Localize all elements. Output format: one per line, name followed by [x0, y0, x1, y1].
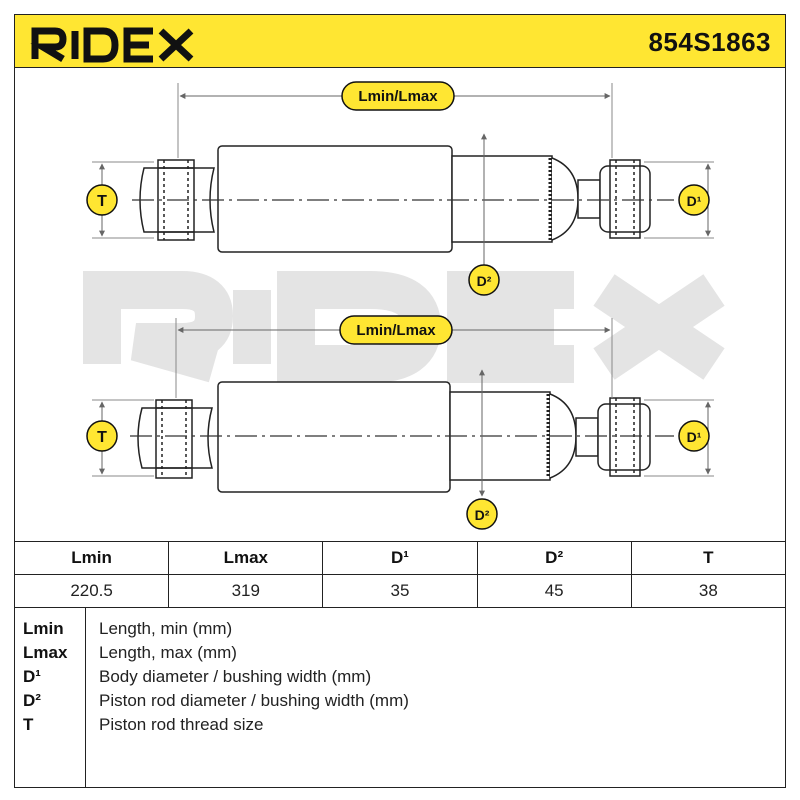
svg-text:D²: D²	[477, 273, 492, 289]
shock-bottom	[137, 381, 651, 493]
legend-row: T Piston rod thread size	[15, 715, 785, 739]
svg-text:T: T	[97, 429, 107, 446]
legend-row: D² Piston rod diameter / bushing width (…	[15, 691, 785, 715]
svg-text:D¹: D¹	[687, 193, 702, 209]
legend-value: Length, min (mm)	[99, 619, 233, 638]
value-t: 38	[630, 574, 787, 608]
header-t: T	[630, 541, 787, 575]
legend-key: D¹	[23, 667, 41, 686]
value-d1: 35	[322, 574, 478, 608]
legend-value: Piston rod diameter / bushing width (mm)	[99, 691, 409, 710]
legend-panel: Lmin Length, min (mm) Lmax Length, max (…	[14, 607, 786, 788]
legend-row: D¹ Body diameter / bushing width (mm)	[15, 667, 785, 691]
svg-text:Lmin/Lmax: Lmin/Lmax	[356, 322, 436, 339]
header-bar: 854S1863	[14, 14, 786, 68]
svg-text:D²: D²	[475, 507, 490, 523]
spec-table-value-row: 220.5 319 35 45 38	[13, 574, 787, 608]
header-lmin: Lmin	[13, 541, 170, 575]
legend-value: Body diameter / bushing width (mm)	[99, 667, 372, 686]
value-d2: 45	[476, 574, 632, 608]
legend-row: Lmin Length, min (mm)	[15, 619, 785, 643]
svg-text:Lmin/Lmax: Lmin/Lmax	[358, 88, 438, 105]
legend-value: Piston rod thread size	[99, 715, 264, 734]
legend-row: Lmax Length, max (mm)	[15, 643, 785, 667]
ridex-logo	[30, 27, 194, 63]
header-d1: D¹	[322, 541, 478, 575]
label-t-bottom: T	[86, 420, 118, 452]
header-d2: D²	[476, 541, 632, 575]
part-number: 854S1863	[648, 27, 771, 57]
label-d1-bottom: D¹	[678, 420, 710, 452]
label-d2-bottom: D²	[466, 498, 498, 530]
legend-key: Lmax	[23, 643, 68, 662]
value-lmin: 220.5	[13, 574, 170, 608]
svg-text:T: T	[97, 193, 107, 210]
shock-absorber-drawing: Lmin/Lmax T D¹ D² Lmin/Lmax T D¹ D²	[83, 81, 725, 530]
svg-text:D¹: D¹	[687, 429, 702, 445]
legend-key: D²	[23, 691, 41, 710]
label-t-top: T	[86, 184, 118, 216]
legend-key: T	[23, 715, 34, 734]
label-length-bottom: Lmin/Lmax	[339, 315, 453, 345]
spec-table: Lmin Lmax D¹ D² T 220.5 319 35 45 38	[13, 541, 787, 608]
legend-value: Length, max (mm)	[99, 643, 237, 662]
header-lmax: Lmax	[168, 541, 324, 575]
label-length-top: Lmin/Lmax	[341, 81, 455, 111]
legend-divider	[85, 607, 86, 787]
shock-top	[139, 145, 651, 253]
value-lmax: 319	[168, 574, 324, 608]
label-d2-top: D²	[468, 264, 500, 296]
spec-table-header-row: Lmin Lmax D¹ D² T	[13, 541, 787, 575]
label-d1-top: D¹	[678, 184, 710, 216]
legend-key: Lmin	[23, 619, 64, 638]
